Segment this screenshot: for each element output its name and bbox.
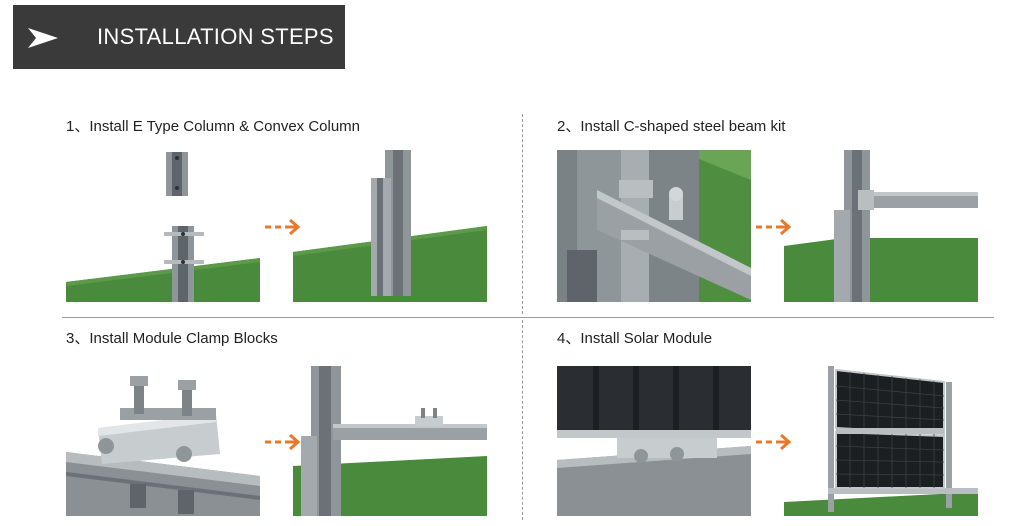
next-arrow-icon [265,433,301,451]
header-title: INSTALLATION STEPS [97,24,334,49]
next-arrow-icon [756,433,792,451]
step-3-image-after [293,366,487,516]
step-3-image-before [66,366,260,516]
step-4-title: 4、Install Solar Module [557,330,713,347]
step-4-image-after [784,362,978,516]
step-4-image-before [557,366,751,516]
vertical-divider-top [522,114,523,314]
step-2-image-before [557,150,751,302]
next-arrow-icon [756,218,792,236]
step-1-image-after [293,150,487,302]
vertical-divider-bottom [522,320,523,520]
step-2-image-after [784,150,978,302]
section-header: INSTALLATION STEPS [13,5,345,69]
step-2-title: 2、Install C-shaped steel beam kit [557,118,786,135]
play-arrow-icon [28,28,58,48]
next-arrow-icon [265,218,301,236]
step-1-title: 1、Install E Type Column & Convex Column [66,118,361,135]
step-3-title: 3、Install Module Clamp Blocks [66,330,278,347]
step-1-image-before [66,150,260,302]
horizontal-divider [62,317,994,318]
